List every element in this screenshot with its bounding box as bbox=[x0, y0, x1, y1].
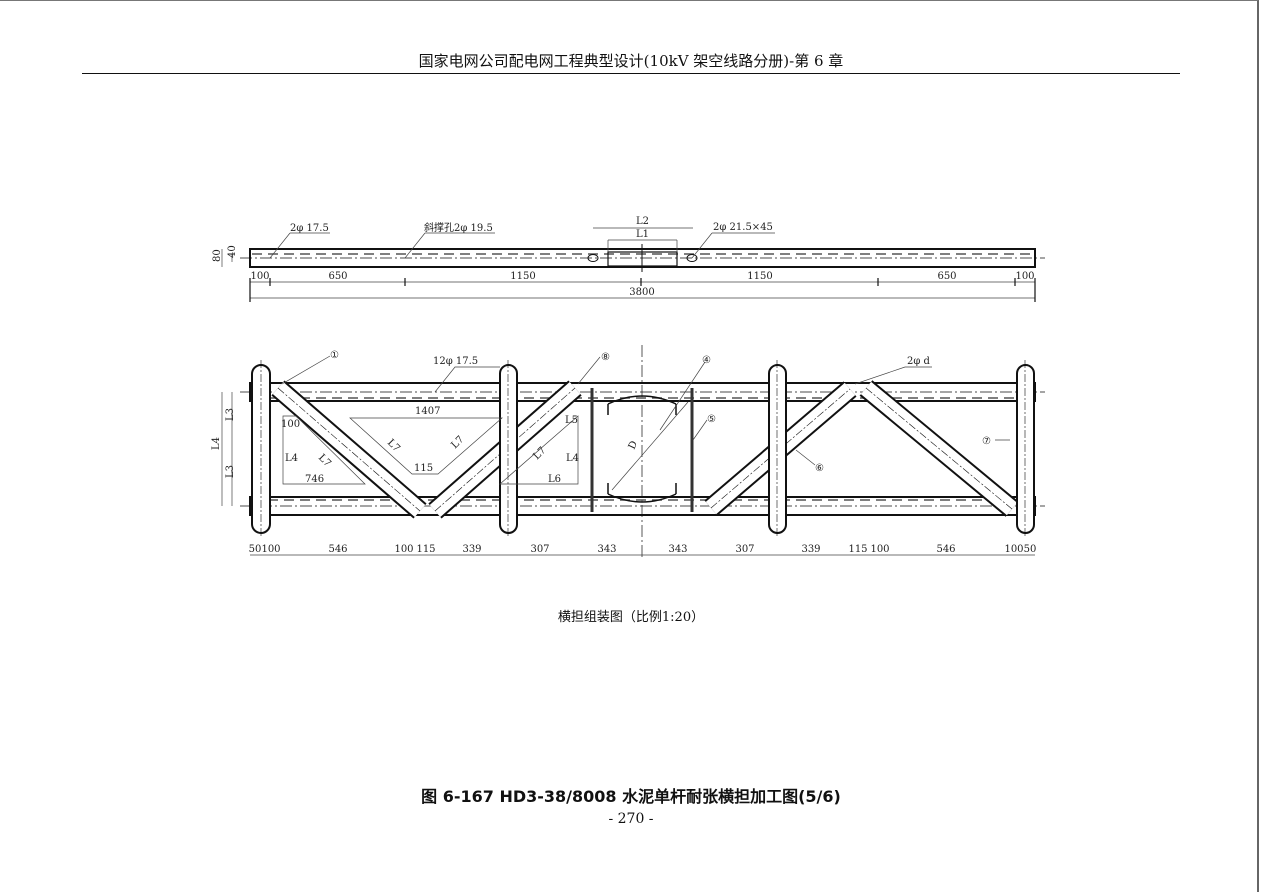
side-l3: L3 bbox=[225, 408, 236, 421]
label-115: 115 bbox=[414, 463, 433, 474]
page-header: 国家电网公司配电网工程典型设计(10kV 架空线路分册)-第 6 章 bbox=[418, 52, 844, 70]
assembly-view bbox=[221, 345, 1045, 560]
part-5-label: ⑤ bbox=[707, 414, 716, 425]
part-6-label: ⑥ bbox=[815, 463, 824, 474]
label-l4: L4 bbox=[285, 453, 298, 464]
dim: 1150 bbox=[510, 271, 535, 282]
label-l5: L5 bbox=[565, 415, 578, 426]
dim: 650 bbox=[937, 271, 956, 282]
drawing-caption: 横担组装图（比例1:20） bbox=[557, 610, 705, 625]
dim: 546 bbox=[328, 544, 347, 555]
part-4-label: ④ bbox=[702, 355, 711, 366]
label-746: 746 bbox=[305, 474, 324, 485]
callout-slot: 2φ 21.5×45 bbox=[713, 222, 773, 233]
dim-l2: L2 bbox=[636, 216, 649, 227]
dim-total: 3800 bbox=[629, 287, 654, 298]
callout-12-holes: 12φ 17.5 bbox=[433, 356, 478, 367]
dim: 339 bbox=[801, 544, 820, 555]
side-l3: L3 bbox=[225, 465, 236, 478]
label-d: D bbox=[627, 439, 640, 451]
dim: 100 bbox=[261, 544, 280, 555]
label-100: 100 bbox=[281, 419, 300, 430]
label-l4: L4 bbox=[566, 453, 579, 464]
top-view-labels: 2φ 17.5 斜撑孔2φ 19.5 2φ 21.5×45 L2 L1 80 4… bbox=[212, 216, 1035, 298]
dim: 115 bbox=[416, 544, 435, 555]
dim: 650 bbox=[328, 271, 347, 282]
page-number: - 270 - bbox=[608, 811, 654, 827]
dim: 307 bbox=[735, 544, 754, 555]
part-7-label: ⑦ bbox=[982, 436, 991, 447]
dim-l1: L1 bbox=[636, 229, 649, 240]
top-view bbox=[221, 227, 1045, 302]
assembly-labels: ① ⑧ ④ ⑤ ⑥ ⑦ 12φ 17.5 2φ d 1407 100 L4 L7… bbox=[211, 350, 1036, 555]
side-l4: L4 bbox=[211, 437, 222, 450]
dim: 343 bbox=[668, 544, 687, 555]
dim: 343 bbox=[597, 544, 616, 555]
callout-hole-17-5: 2φ 17.5 bbox=[290, 223, 329, 234]
dim: 50 bbox=[1024, 544, 1037, 555]
dim: 100 bbox=[1015, 271, 1034, 282]
label-l7: L7 bbox=[449, 434, 466, 451]
dim: 1150 bbox=[747, 271, 772, 282]
callout-2-holes-d: 2φ d bbox=[907, 356, 931, 367]
dim: 100 bbox=[250, 271, 269, 282]
label-l7: L7 bbox=[316, 452, 333, 469]
dim: 100 bbox=[394, 544, 413, 555]
label-l7: L7 bbox=[531, 445, 548, 462]
figure-title: 图 6-167 HD3-38/8008 水泥单杆耐张横担加工图(5/6) bbox=[421, 787, 841, 806]
dim: 100 bbox=[870, 544, 889, 555]
dim: 50 bbox=[249, 544, 262, 555]
callout-brace-hole: 斜撑孔2φ 19.5 bbox=[424, 221, 493, 234]
dim: 546 bbox=[936, 544, 955, 555]
dim-80: 80 bbox=[212, 249, 223, 262]
part-1-label: ① bbox=[330, 350, 339, 361]
header-rule bbox=[82, 73, 1180, 74]
dim: 100 bbox=[1004, 544, 1023, 555]
dim-40: 40 bbox=[227, 245, 238, 258]
dim: 339 bbox=[462, 544, 481, 555]
label-l6: L6 bbox=[548, 474, 561, 485]
dim: 307 bbox=[530, 544, 549, 555]
label-1407: 1407 bbox=[415, 406, 440, 417]
part-8-label: ⑧ bbox=[601, 352, 610, 363]
dim: 115 bbox=[848, 544, 867, 555]
